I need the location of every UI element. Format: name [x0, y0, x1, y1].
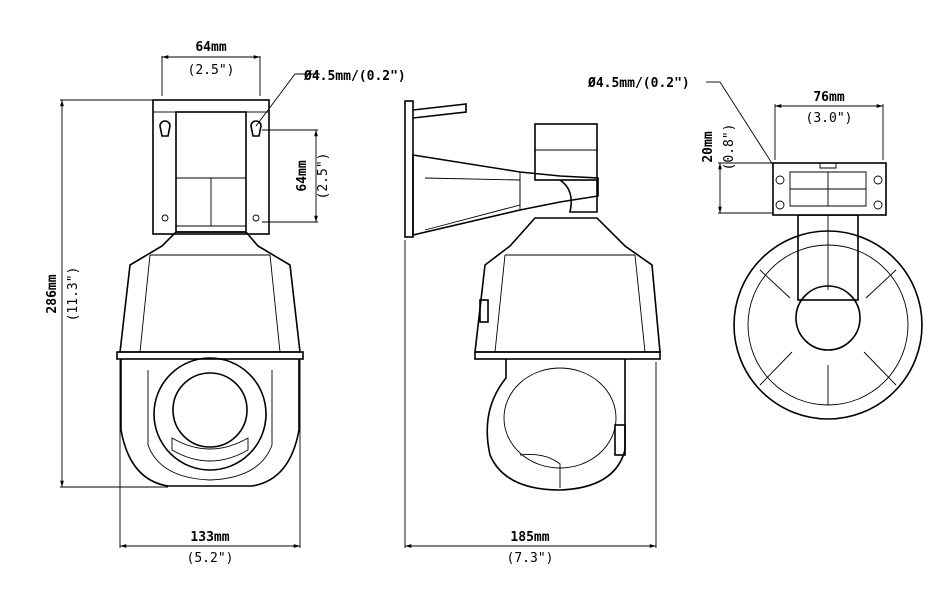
keyhole-slot-right [250, 120, 262, 137]
top-thickness-label: 20mm [701, 131, 716, 162]
side-hole-diameter-label: Ø4.5mm/(0.2") [587, 76, 690, 91]
front-upper-housing [119, 231, 301, 353]
side-depth-label: 185mm [510, 530, 549, 545]
side-arm [412, 154, 599, 237]
front-side-height-label: 64mm [295, 160, 310, 191]
front-view: 64mm (2.5") Ø4.5mm/(0.2") 64mm (2.5") 28… [45, 40, 406, 566]
top-width-inch: (3.0") [806, 111, 853, 126]
side-depth-inch: (7.3") [507, 551, 554, 566]
side-lower-dome [486, 359, 626, 491]
top-camera-body [795, 285, 861, 351]
front-lens-housing [153, 357, 267, 471]
front-top-width-label: 64mm [195, 40, 226, 55]
front-top-width-inch: (2.5") [188, 63, 235, 78]
side-wall-plate [404, 100, 414, 238]
top-view: 76mm (3.0") 20mm (0.8") [701, 90, 923, 420]
top-width-label: 76mm [813, 90, 844, 105]
front-bottom-width-inch: (5.2") [187, 551, 234, 566]
front-bottom-width-label: 133mm [190, 530, 229, 545]
keyhole-slot-left [159, 120, 171, 137]
front-side-height-inch: (2.5") [316, 153, 331, 200]
front-total-height-inch: (11.3") [66, 267, 81, 322]
side-upper-housing [474, 217, 661, 353]
side-view: Ø4.5mm/(0.2") 185mm (7.3") [404, 76, 776, 566]
side-neck [534, 123, 598, 181]
front-hole-diameter-label: Ø4.5mm/(0.2") [303, 69, 406, 84]
front-lens [172, 372, 248, 448]
top-thickness-inch: (0.8") [722, 124, 737, 171]
front-total-height-label: 286mm [45, 274, 60, 313]
front-lower-dome [120, 359, 300, 487]
